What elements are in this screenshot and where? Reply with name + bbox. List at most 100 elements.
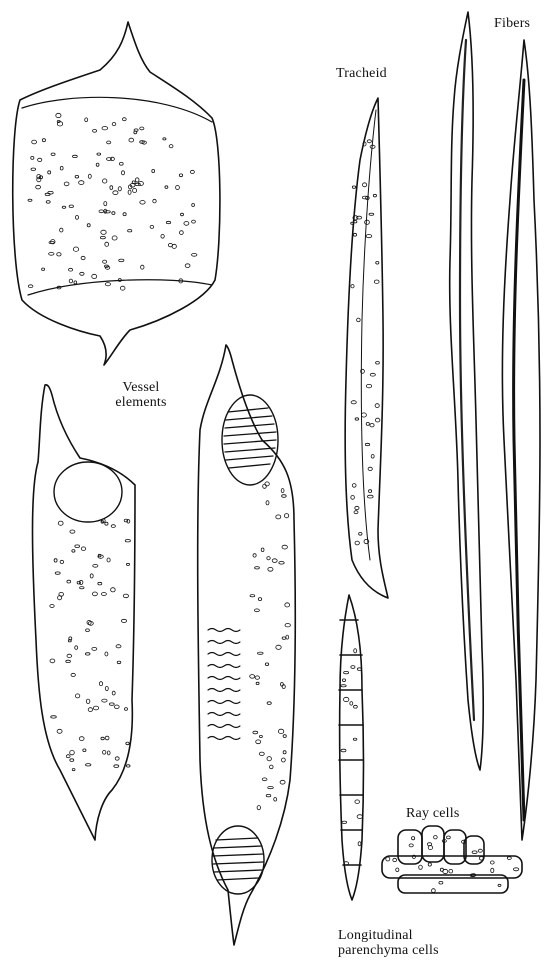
pit-dot: [37, 174, 41, 178]
pit-dot: [428, 863, 431, 866]
pit-dot: [135, 183, 140, 185]
pit-dot: [50, 659, 55, 663]
pit-dot: [282, 637, 286, 639]
pit-dot: [88, 708, 92, 712]
pit-dot: [169, 145, 173, 148]
pit-dot: [369, 213, 374, 215]
pit-dot: [71, 673, 75, 676]
pit-dot: [114, 705, 119, 709]
pit-dot: [54, 559, 57, 562]
pit-dot: [176, 186, 180, 190]
pit-dot: [282, 495, 287, 498]
pit-dot: [77, 581, 80, 584]
pit-dot: [366, 422, 369, 425]
pit-dot: [123, 213, 126, 216]
pit-dot: [66, 660, 71, 662]
pit-dot: [86, 764, 91, 766]
pit-dot: [128, 190, 131, 194]
pit-dot: [69, 268, 73, 271]
pit-dot: [79, 181, 84, 185]
pit-dot: [36, 185, 41, 189]
pit-dot: [370, 424, 374, 427]
pit-dot: [286, 635, 289, 639]
pit-dot: [498, 884, 501, 886]
pit-dot: [282, 685, 285, 689]
pit-dot: [102, 699, 107, 702]
pit-dot: [105, 211, 110, 213]
pit-dot: [132, 181, 135, 184]
perforation-plate-bottom: [28, 280, 212, 295]
ray-cells-group: [382, 826, 522, 893]
pit-dot: [79, 737, 84, 741]
pit-dot: [118, 187, 121, 191]
pit-dot: [375, 418, 380, 422]
pit-dot: [64, 182, 69, 186]
pit-dot: [393, 858, 397, 861]
perforation-plate-top: [22, 97, 212, 122]
scalariform-lateral-pits: [208, 629, 240, 740]
pit-dot: [123, 594, 128, 598]
pit-dot: [353, 738, 357, 740]
pit-dot: [74, 281, 77, 284]
pit-dot: [150, 225, 154, 228]
pit-dot: [449, 869, 453, 873]
pit-dot: [73, 247, 78, 251]
pit-dot: [140, 127, 144, 130]
pit-dot: [376, 362, 380, 365]
pit-dot: [267, 757, 271, 761]
pit-dot: [491, 868, 494, 872]
pit-dot: [80, 272, 84, 275]
pit-dot: [116, 645, 121, 648]
pit-dot: [42, 139, 45, 142]
pit-dot: [371, 455, 374, 459]
pit-dot: [56, 113, 61, 117]
pit-dot: [117, 661, 121, 664]
pit-dot: [376, 262, 379, 265]
pit-dot: [262, 778, 267, 781]
pit-dot: [112, 123, 116, 126]
pit-dot: [110, 186, 113, 190]
pit-dot: [153, 199, 156, 203]
pit-dot: [281, 489, 284, 493]
pit-dot: [267, 702, 271, 705]
pit-dot: [268, 787, 274, 789]
pit-dot: [161, 234, 164, 238]
pit-dot: [109, 703, 114, 705]
pit-dot: [428, 846, 432, 850]
pit-dot: [57, 253, 61, 256]
pit-dot: [112, 691, 115, 695]
perforation-oval: [54, 462, 122, 522]
pit-dot: [283, 735, 286, 738]
pit-dot: [92, 647, 97, 650]
pit-dot: [267, 557, 270, 560]
pit-dot: [99, 682, 102, 686]
pit-dot: [285, 603, 290, 607]
pit-dot: [141, 265, 144, 269]
pit-dot: [257, 806, 260, 810]
pit-dot: [261, 548, 264, 552]
pit-dot: [258, 598, 261, 601]
pit-dot: [103, 750, 106, 754]
pit-dot: [255, 676, 259, 679]
pit-dot: [354, 511, 358, 514]
pit-dot: [344, 671, 349, 673]
pit-dot: [355, 541, 359, 545]
pit-dot: [253, 731, 258, 734]
pit-dot: [282, 758, 286, 762]
pit-dot: [48, 171, 51, 174]
pit-dot: [166, 221, 170, 223]
pit-dot: [49, 252, 54, 255]
fiber-cell-2: [502, 40, 540, 840]
fiber-cell-1: [450, 12, 484, 770]
pit-dot: [69, 279, 72, 283]
pit-dot: [432, 889, 436, 893]
pit-dot: [80, 587, 84, 589]
pit-dot: [266, 501, 269, 505]
pit-dot: [507, 857, 511, 860]
pit-dot: [60, 560, 64, 563]
pit-dot: [256, 740, 261, 744]
pit-dot: [75, 646, 78, 650]
pit-dot: [285, 624, 290, 627]
pit-dot: [351, 401, 356, 404]
